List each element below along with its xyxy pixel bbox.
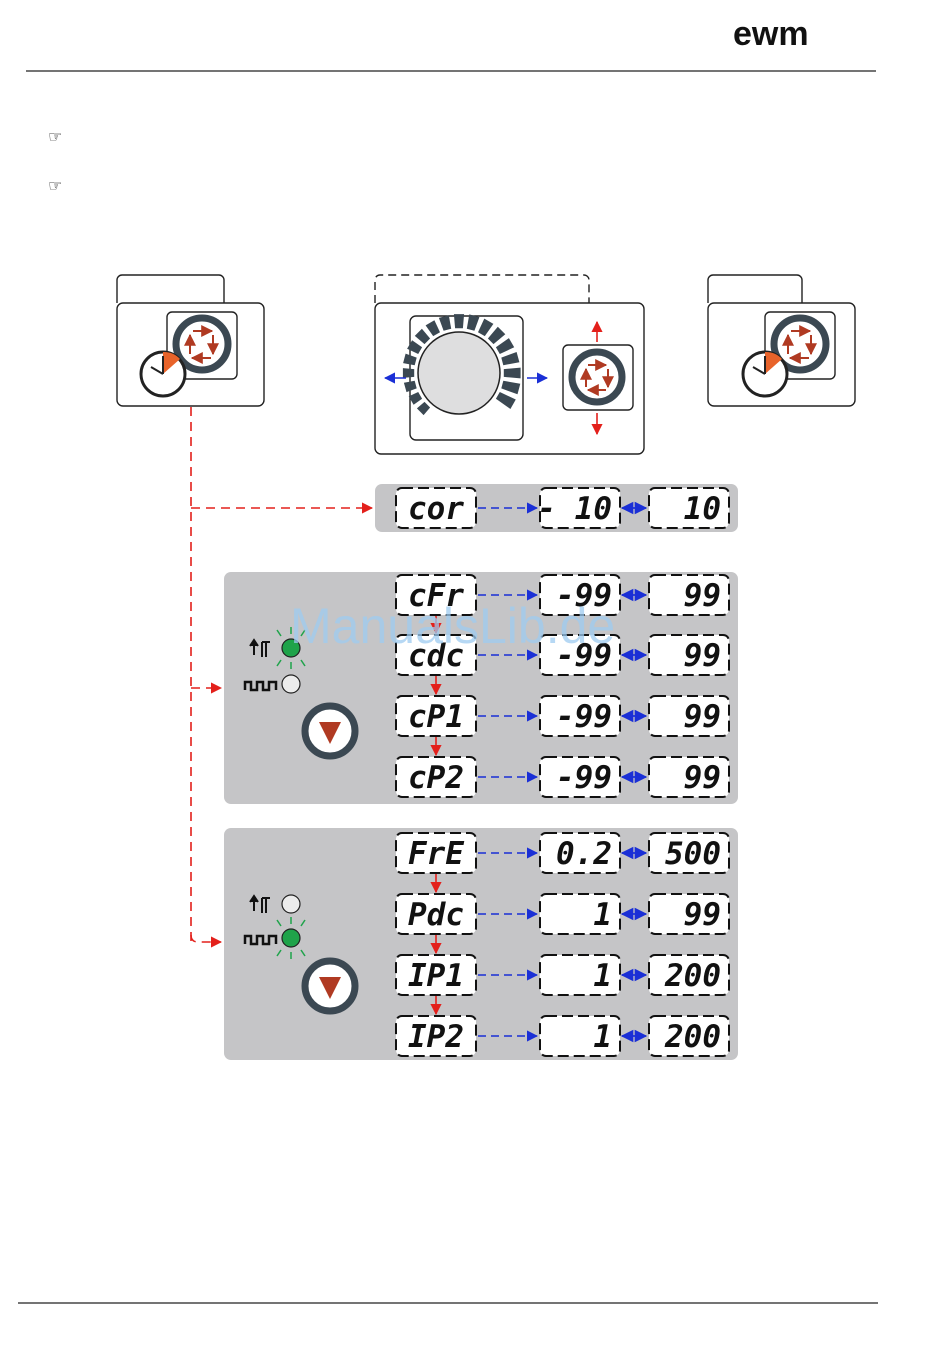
max-value-display: 99 [684, 578, 721, 614]
max-value-display: 99 [684, 699, 721, 735]
dc-mode-led-off [282, 895, 300, 913]
note-bullets: ☞ ☞ [48, 127, 62, 195]
push-button[interactable] [563, 345, 633, 410]
max-value-display: 99 [684, 897, 721, 933]
header: ewm [26, 15, 876, 71]
pointing-hand-icon: ☞ [48, 176, 62, 195]
min-value-display: 1 [593, 897, 612, 933]
min-value-display: -99 [556, 760, 612, 796]
pointing-hand-icon: ☞ [48, 127, 62, 146]
pulse-mode-led-on [282, 929, 300, 947]
parameter-code-display: Pdc [408, 897, 464, 933]
max-value-display: 99 [684, 760, 721, 796]
press-and-hold-control-right [708, 275, 855, 406]
min-value-display: 0.2 [556, 836, 612, 872]
min-value-display: 1 [593, 1019, 612, 1055]
parameter-code-display: FrE [408, 836, 464, 872]
parameter-code-display: cP2 [408, 760, 464, 796]
max-value-display: 200 [664, 1019, 721, 1055]
min-value-display: 1 [593, 958, 612, 994]
press-and-hold-control-left [117, 275, 264, 406]
down-arrow-button[interactable] [305, 706, 355, 756]
knob-tick [403, 368, 414, 378]
clock-icon [743, 352, 787, 396]
min-value-display: - 10 [537, 491, 612, 527]
parameter-code-display: IP1 [408, 958, 464, 994]
min-value-display: -99 [556, 699, 612, 735]
down-arrow-button[interactable] [305, 961, 355, 1011]
max-value-display: 99 [684, 638, 721, 674]
rotary-knob-control [375, 275, 644, 454]
max-value-display: 10 [684, 491, 721, 527]
max-value-display: 200 [664, 958, 721, 994]
knob-tick [504, 368, 521, 379]
parameter-code-display: IP2 [408, 1019, 464, 1055]
max-value-display: 500 [665, 836, 721, 872]
pulse-mode-led-off [282, 675, 300, 693]
ewm-logo: ewm [733, 15, 809, 53]
parameter-code-display: cP1 [408, 699, 464, 735]
clock-icon [141, 352, 185, 396]
parameter-code-display: cor [408, 491, 464, 527]
rotary-knob[interactable] [418, 332, 500, 414]
watermark: ManualsLib.de [290, 598, 615, 654]
knob-tick [454, 314, 464, 328]
